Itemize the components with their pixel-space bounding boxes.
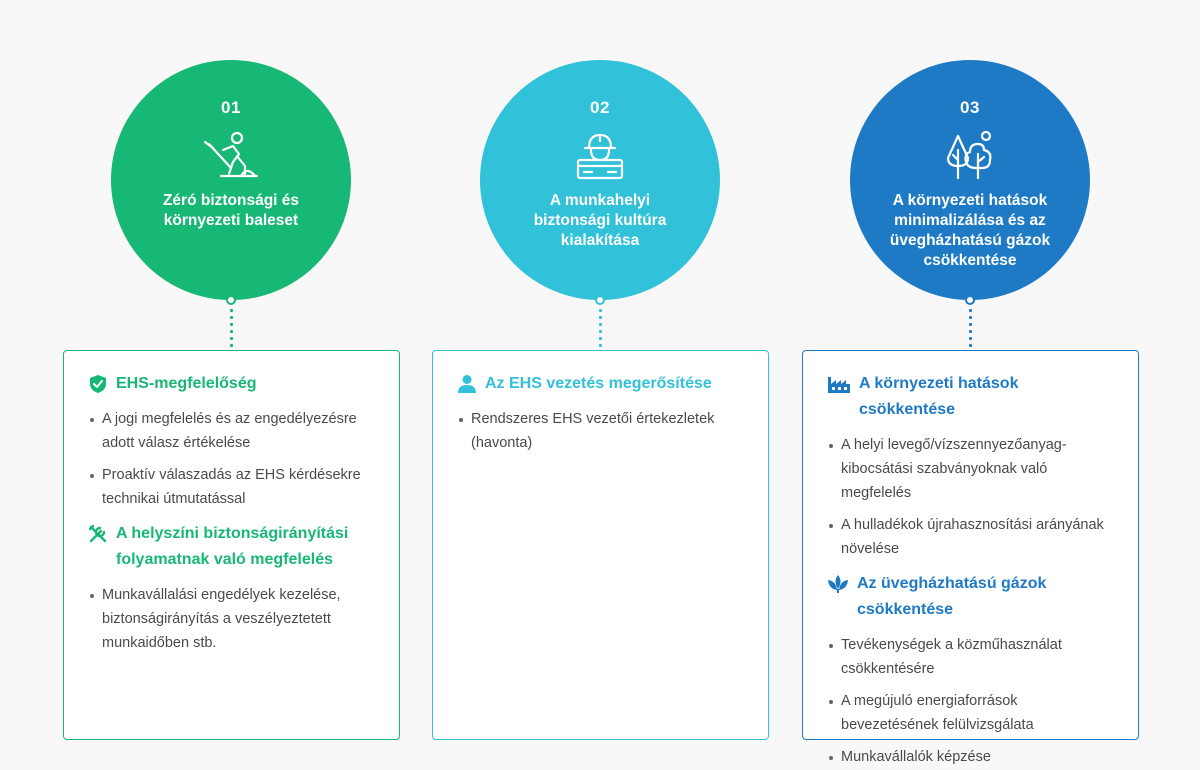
pillar-column-1: 01 Zéró biztonsági és környezeti baleset…: [63, 0, 400, 770]
list-item: Tevékenységek a közműhasználat csökkenté…: [827, 633, 1114, 681]
list-item: A helyi levegő/vízszennyezőanyag-kibocsá…: [827, 433, 1114, 505]
card-section: A helyszíni biztonságirányítási folyamat…: [88, 521, 375, 655]
pillar-number: 03: [960, 98, 980, 117]
pillar-title: A munkahelyi biztonsági kultúra kialakít…: [533, 192, 667, 249]
shield-check-icon: [90, 375, 106, 393]
card-section: Az üvegházhatású gázok csökkentése Tevék…: [827, 571, 1114, 769]
pillar-card-1: EHS-megfelelőség A jogi megfelelés és az…: [63, 350, 400, 740]
list-item: Proaktív válaszadás az EHS kérdésekre te…: [88, 463, 375, 511]
list-item: A hulladékok újrahasznosítási arányának …: [827, 513, 1114, 561]
section-heading: A környezeti hatások csökkentése: [859, 375, 1019, 418]
section-heading: Az EHS vezetés megerősítése: [485, 375, 712, 392]
bullet-list: Rendszeres EHS vezetői értekezletek (hav…: [457, 407, 744, 455]
card-section: EHS-megfelelőség A jogi megfelelés és az…: [88, 371, 375, 511]
pillar-column-3: 03 A környezeti hatások minimalizálása é…: [802, 0, 1139, 770]
list-item: Rendszeres EHS vezetői értekezletek (hav…: [457, 407, 744, 455]
bullet-list: A jogi megfelelés és az engedélyezésre a…: [88, 407, 375, 511]
pillar-card-3: A környezeti hatások csökkentése A helyi…: [802, 350, 1139, 765]
person-icon: [458, 375, 476, 393]
pillar-title: A környezeti hatások minimalizálása és a…: [889, 192, 1051, 269]
section-heading: A helyszíni biztonságirányítási folyamat…: [116, 525, 349, 568]
card-section: Az EHS vezetés megerősítése Rendszeres E…: [457, 371, 744, 455]
list-item: Munkavállalók képzése: [827, 745, 1114, 769]
bullet-list: Munkavállalási engedélyek kezelése, bizt…: [88, 583, 375, 655]
construction-worker-icon: [203, 131, 259, 178]
pillar-circle-2: 02 A munkahelyi biztonsági kultúra kiala…: [480, 60, 720, 300]
list-item: A jogi megfelelés és az engedélyezésre a…: [88, 407, 375, 455]
pillar-number: 02: [590, 98, 610, 117]
tools-icon: [88, 524, 107, 543]
pillar-circle-1: 01 Zéró biztonsági és környezeti baleset: [111, 60, 351, 300]
trees-icon: [946, 130, 992, 180]
pillar-circle-3: 03 A környezeti hatások minimalizálása é…: [850, 60, 1090, 300]
leaf-icon: [828, 575, 848, 593]
list-item: Munkavállalási engedélyek kezelése, bizt…: [88, 583, 375, 655]
pillar-card-2: Az EHS vezetés megerősítése Rendszeres E…: [432, 350, 769, 740]
pillar-title: Zéró biztonsági és környezeti baleset: [162, 192, 300, 229]
factory-icon: [828, 377, 850, 393]
pillar-column-2: 02 A munkahelyi biztonsági kultúra kiala…: [432, 0, 769, 770]
card-section: A környezeti hatások csökkentése A helyi…: [827, 371, 1114, 561]
safety-helmet-worker-icon: [576, 133, 624, 180]
pillar-number: 01: [221, 98, 241, 117]
section-heading: Az üvegházhatású gázok csökkentése: [857, 575, 1047, 618]
bullet-list: Tevékenységek a közműhasználat csökkenté…: [827, 633, 1114, 769]
bullet-list: A helyi levegő/vízszennyezőanyag-kibocsá…: [827, 433, 1114, 561]
list-item: A megújuló energiaforrások bevezetésének…: [827, 689, 1114, 737]
section-heading: EHS-megfelelőség: [116, 375, 257, 392]
